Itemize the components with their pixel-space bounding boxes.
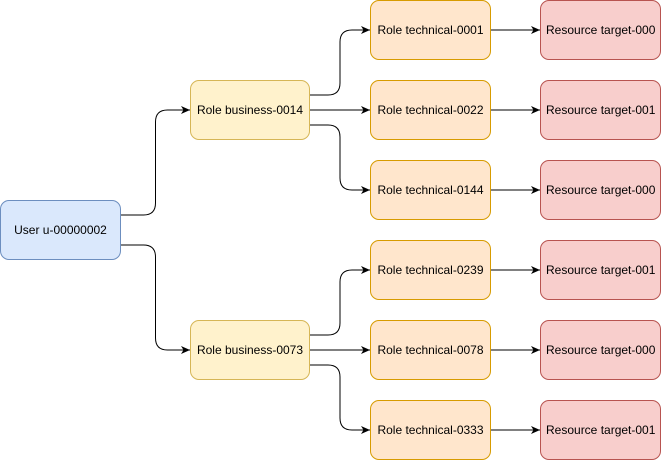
- resource-label: Resource target-000: [546, 23, 656, 37]
- technical-role-node[interactable]: Role technical-0333: [370, 400, 491, 460]
- resource-node[interactable]: Resource target-001: [540, 80, 661, 140]
- connector-arrow-user-to-business-1: [121, 244, 190, 354]
- resource-label: Resource target-001: [546, 103, 656, 117]
- technical-role-node[interactable]: Role technical-0078: [370, 320, 491, 380]
- resource-node[interactable]: Resource target-000: [540, 160, 661, 220]
- business-role-node[interactable]: Role business-0014: [190, 80, 310, 140]
- resource-node[interactable]: Resource target-001: [540, 400, 661, 460]
- connector-arrow-business-1-to-tech-3: [310, 266, 370, 336]
- technical-role-label: Role technical-0239: [377, 263, 484, 277]
- business-role-label: Role business-0014: [196, 103, 304, 117]
- connector-arrow-business-0-to-tech-2: [310, 124, 370, 194]
- technical-role-label: Role technical-0144: [377, 183, 484, 197]
- resource-label: Resource target-000: [546, 343, 656, 357]
- connector-arrow-business-0-to-tech-0: [310, 26, 370, 96]
- connector-arrow-business-1-to-tech-5: [310, 364, 370, 434]
- resource-label: Resource target-000: [546, 183, 656, 197]
- edges-layer: [121, 26, 540, 434]
- technical-role-label: Role technical-0001: [377, 23, 484, 37]
- business-role-node[interactable]: Role business-0073: [190, 320, 310, 380]
- connector-arrow-user-to-business-0: [121, 106, 190, 216]
- user-node-label: User u-00000002: [14, 223, 107, 237]
- business-role-label: Role business-0073: [196, 343, 304, 357]
- technical-role-node[interactable]: Role technical-0144: [370, 160, 491, 220]
- resource-node[interactable]: Resource target-000: [540, 0, 661, 60]
- technical-role-label: Role technical-0022: [377, 103, 484, 117]
- resource-label: Resource target-001: [546, 263, 656, 277]
- technical-role-node[interactable]: Role technical-0001: [370, 0, 491, 60]
- technical-role-node[interactable]: Role technical-0239: [370, 240, 491, 300]
- resource-node[interactable]: Resource target-001: [540, 240, 661, 300]
- technical-role-label: Role technical-0078: [377, 343, 484, 357]
- resource-label: Resource target-001: [546, 423, 656, 437]
- technical-role-node[interactable]: Role technical-0022: [370, 80, 491, 140]
- resource-node[interactable]: Resource target-000: [540, 320, 661, 380]
- user-node[interactable]: User u-00000002: [0, 200, 121, 260]
- technical-role-label: Role technical-0333: [377, 423, 484, 437]
